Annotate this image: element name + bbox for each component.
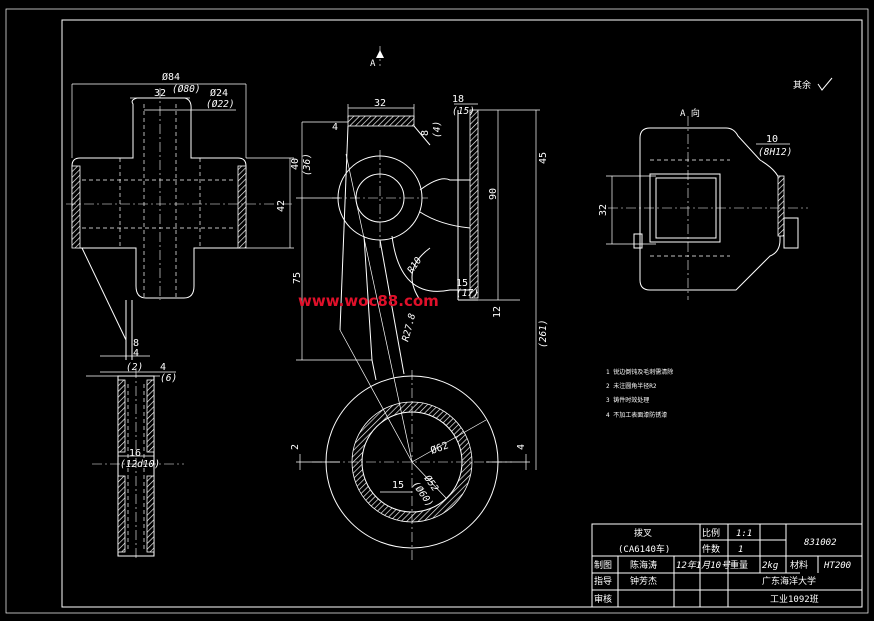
tb-scale: 1:1 — [736, 529, 752, 539]
tb-part-name: 拨叉 — [634, 527, 652, 539]
front-view — [66, 83, 294, 560]
roughness-note: 其余 — [793, 79, 811, 91]
tb-material-label: 材料 — [790, 559, 808, 571]
tb-guide-label: 指导 — [594, 575, 612, 587]
dim-side-h75: 75 — [292, 272, 303, 284]
tb-drawn-by: 陈海涛 — [630, 559, 657, 571]
dim-w16: 16 — [129, 448, 141, 459]
tb-class: 工业1092班 — [770, 593, 819, 605]
dim-d24: Ø24 — [210, 87, 228, 99]
note-item: 3 铸件时效处理 — [606, 396, 649, 404]
dim-w4a: 4 — [133, 348, 139, 359]
tb-qty-label: 件数 — [702, 543, 720, 555]
dim-side-h2: 2 — [290, 444, 301, 450]
a-view-label: A 向 — [680, 107, 700, 119]
dim-d22: (Ø22) — [206, 99, 235, 110]
dim-side-d62: Ø62 — [429, 439, 450, 456]
outer-border — [5, 8, 869, 614]
dim-w32: 32 — [154, 88, 166, 99]
title-block — [591, 523, 863, 608]
dim-side-h17: (17) — [456, 288, 479, 299]
dim-w6: (6) — [160, 373, 177, 384]
dim-side-w15: 15 — [392, 480, 404, 491]
dim-side-h90: 90 — [488, 188, 499, 200]
tb-drawn-label: 制图 — [594, 559, 612, 571]
tb-qty: 1 — [738, 545, 743, 555]
dim-side-h40: 40 — [290, 158, 301, 170]
tb-material: HT200 — [823, 561, 851, 571]
dim-a-h8: (8H12) — [758, 147, 792, 158]
watermark-text: www.woc88.com — [298, 292, 439, 310]
dim-side-w32: 32 — [374, 98, 386, 109]
note-item: 2 未注圆角半径R2 — [606, 382, 657, 390]
dim-side-h12: 12 — [492, 306, 503, 318]
dim-side-h4: 4 — [516, 444, 527, 450]
dim-d80: (Ø80) — [172, 84, 201, 95]
dim-a-h32: 32 — [598, 204, 609, 216]
tb-weight-label: 重量 — [730, 559, 748, 571]
dim-w2: (2) — [126, 362, 143, 373]
tb-review-label: 审核 — [594, 593, 612, 605]
technical-notes: 1 锐边倒钝及毛刺需清除 2 未注圆角半径R2 3 铸件时效处理 4 不加工表面… — [606, 368, 673, 419]
inner-border — [61, 19, 863, 608]
dim-side-t15p: (15) — [452, 106, 475, 117]
tb-model: (CA6140车) — [618, 543, 670, 555]
tb-weight: 2kg — [762, 561, 779, 571]
a-arrow-label: A — [370, 59, 376, 69]
dim-side-t4: 4 — [332, 122, 338, 133]
a-view — [606, 116, 808, 300]
dim-d84: Ø84 — [162, 71, 180, 83]
dim-h42: 42 — [276, 200, 287, 212]
dim-side-r10: R10 — [405, 255, 424, 276]
dim-side-h15: 15 — [456, 278, 468, 289]
dim-w4b: 4 — [160, 362, 166, 373]
dim-side-h4p: (4) — [432, 121, 443, 138]
tb-school: 广东海洋大学 — [762, 575, 816, 587]
dim-side-h45: 45 — [538, 152, 549, 164]
tb-date: 12年1月10号 — [676, 560, 731, 571]
dim-side-h261: (261) — [538, 319, 549, 348]
dim-side-h8: 8 — [420, 130, 431, 136]
tb-scale-label: 比例 — [702, 527, 720, 539]
roughness-symbol-icon — [817, 77, 833, 91]
dim-w12d10: (12d10) — [120, 459, 160, 470]
tb-guide: 钟芳杰 — [630, 575, 657, 587]
dim-a-w10: 10 — [766, 134, 778, 145]
tb-drawing-no: 831002 — [804, 538, 837, 548]
dim-w8: 8 — [133, 338, 139, 349]
note-item: 4 不加工表面漆防锈漆 — [606, 411, 667, 419]
dim-side-t18: 18 — [452, 94, 464, 105]
note-item: 1 锐边倒钝及毛刺需清除 — [606, 368, 673, 376]
dim-side-h36p: (36) — [302, 153, 313, 176]
dim-side-r27: R27.8 — [400, 312, 418, 343]
side-view — [296, 46, 540, 560]
